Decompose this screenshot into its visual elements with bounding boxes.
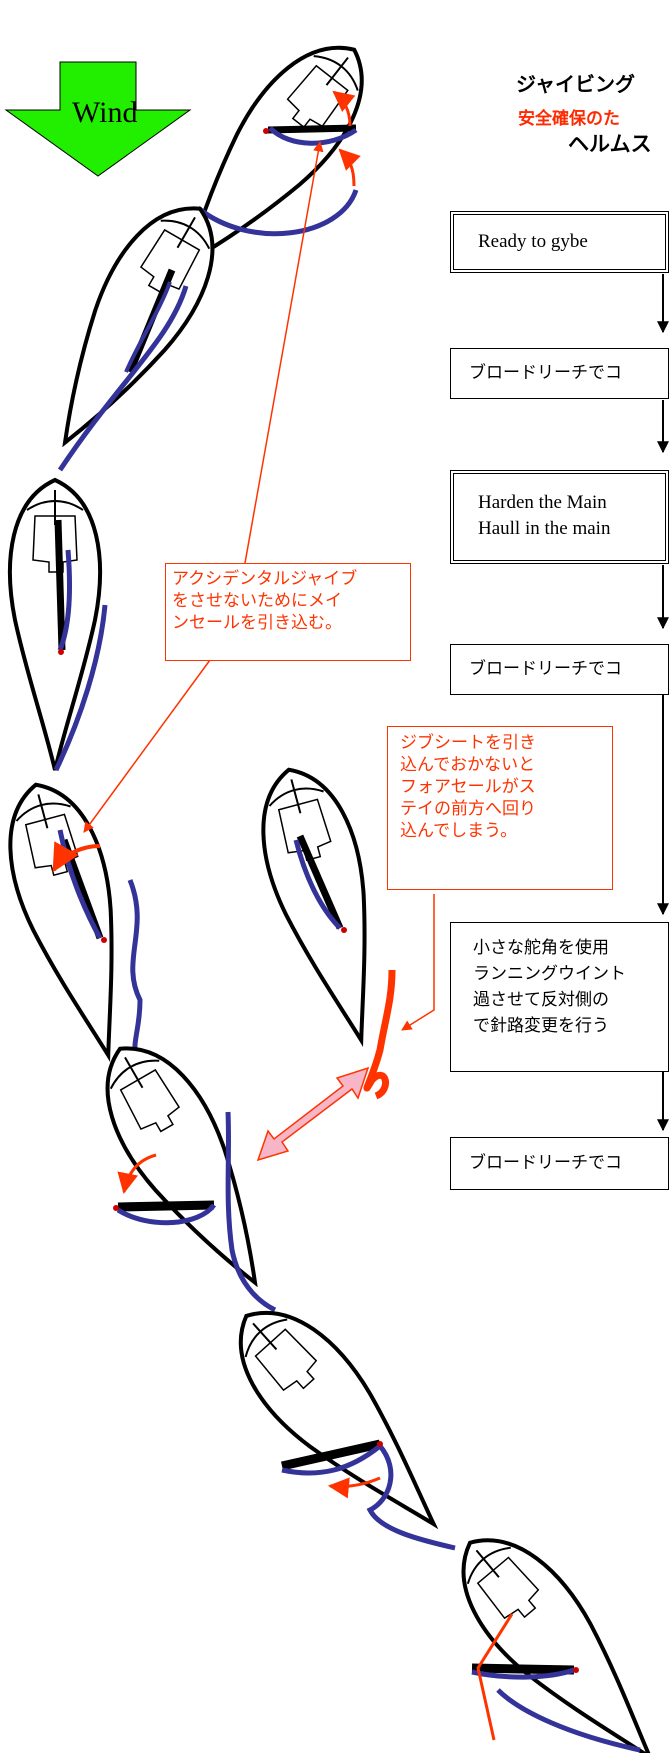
mainsail-5 [296, 834, 344, 930]
trim-arrow-1a [332, 90, 356, 127]
pink-double-arrow [256, 1066, 370, 1162]
note-line-4: テイの前方へ回り [400, 799, 536, 819]
note-jib-sheet: ジブシートを引き 込んでおかないと フォアセールがス テイの前方へ回り 込んでし… [387, 726, 613, 890]
step-ready-to-gybe: Ready to gybe [450, 211, 669, 273]
mainsheet-7 [281, 1444, 382, 1476]
step-text-line-4: で針路変更を行う [473, 1016, 609, 1036]
boat-2 [62, 206, 215, 448]
jibsheet-2 [57, 285, 189, 472]
wind-label: Wind [72, 96, 138, 129]
step-text-line-3: 過させて反対側の [473, 990, 609, 1010]
jibsheet-4 [127, 879, 143, 1061]
trim-arrow-6 [117, 1153, 157, 1195]
page-subtitle: 安全確保のた [518, 109, 620, 129]
page-title: ジャイビング [516, 72, 635, 96]
step-text-line-1: 小さな舵角を使用 [473, 938, 609, 958]
jibsheet-7 [366, 1444, 456, 1551]
boat-4 [8, 782, 114, 1062]
boat-5 [261, 767, 367, 1047]
trim-arrow-4 [52, 841, 101, 873]
step-harden-main: Harden the Main Haull in the main [450, 470, 669, 564]
note-line-3: フォアセールがス [400, 777, 536, 797]
boom-7 [281, 1439, 381, 1471]
mainsheet-2 [124, 281, 172, 373]
jib-line-8 [476, 1613, 514, 1741]
note-line-3: ンセールを引き込む。 [172, 613, 342, 633]
step-text-line-1: Harden the Main [478, 492, 607, 513]
note-line-2: 込んでおかないと [400, 755, 536, 775]
note-mainsail: アクシデンタルジャイブ をさせないためにメイ ンセールを引き込む。 [165, 563, 411, 661]
step-text: ブロードリーチでコ [469, 659, 622, 679]
step-broad-reach-2: ブロードリーチでコ [450, 644, 669, 695]
boat-8 [461, 1538, 655, 1753]
jibsheet-1 [196, 189, 359, 237]
step-text: ブロードリーチでコ [469, 1153, 622, 1173]
boat-7 [238, 1310, 439, 1530]
note-mainsail-leader-down [83, 659, 211, 833]
boom-6 [117, 1200, 215, 1212]
step-broad-reach-1: ブロードリーチでコ [450, 348, 669, 399]
jibsheet-8 [496, 1688, 641, 1753]
note-line-5: 込んでしまう。 [400, 821, 518, 841]
step-text: Ready to gybe [478, 231, 588, 252]
mainsheet-3 [57, 549, 73, 651]
jibsheet-6 [225, 1111, 277, 1313]
mainsheet-1 [268, 126, 358, 146]
trim-arrow-7 [327, 1476, 381, 1499]
jibsail-5 [363, 969, 396, 1100]
trim-arrow-1b [338, 148, 361, 187]
role-heading: ヘルムス [568, 132, 652, 156]
mainsail-3 [54, 519, 66, 651]
note-line-2: をさせないためにメイ [172, 591, 342, 611]
mainsheet-8 [471, 1667, 575, 1680]
step-text-line-2: ランニングウイント [473, 964, 626, 984]
note-jib-leader [401, 894, 435, 1031]
wind-arrow [4, 61, 192, 177]
jibsheet-3 [53, 604, 108, 772]
mainsail-boom-1 [267, 124, 357, 134]
mainsheet-6 [116, 1203, 217, 1226]
note-mainsail-leader-up [244, 140, 324, 564]
note-line-1: アクシデンタルジャイブ [172, 569, 358, 589]
step-text-line-2: Haull in the main [478, 518, 611, 539]
boat-6 [105, 1046, 258, 1288]
step-text: ブロードリーチでコ [469, 363, 622, 383]
step-broad-reach-3: ブロードリーチでコ [450, 1137, 669, 1190]
mainsheet-5 [293, 839, 342, 930]
step-small-helm: 小さな舵角を使用 ランニングウイント 過させて反対側の で針路変更を行う [450, 922, 669, 1072]
boom-8 [471, 1663, 575, 1675]
note-line-1: ジブシートを引き [400, 733, 536, 753]
